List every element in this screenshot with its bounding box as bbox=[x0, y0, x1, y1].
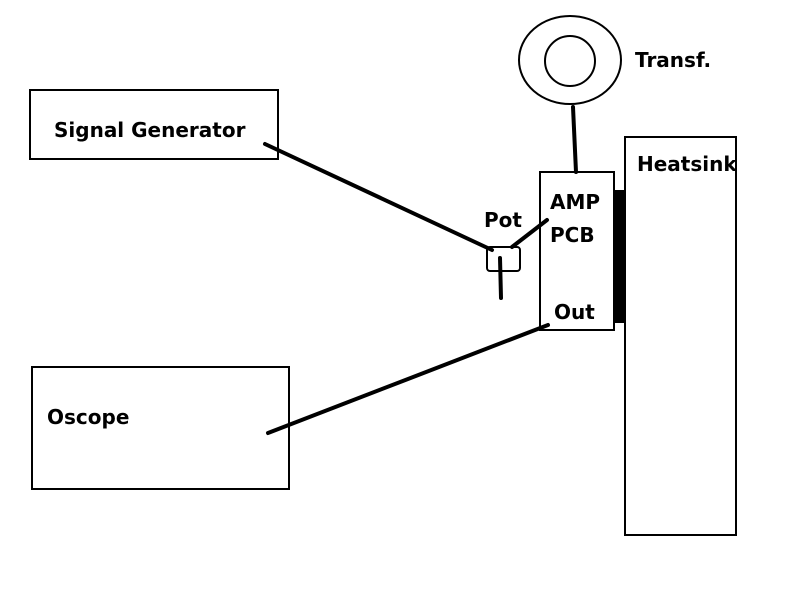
wire-signal-generator-to-pot bbox=[263, 142, 494, 252]
signal-generator-box bbox=[29, 89, 279, 160]
transformer-label: Transf. bbox=[635, 48, 711, 72]
out-label: Out bbox=[554, 300, 595, 324]
wire-out-to-oscope bbox=[266, 323, 550, 435]
amp-label: AMP bbox=[550, 190, 600, 214]
wire-transformer-to-amp bbox=[571, 105, 578, 174]
heatsink-box bbox=[624, 136, 737, 536]
thermal-pad bbox=[614, 190, 626, 323]
pot-shaft bbox=[498, 256, 503, 300]
heatsink-label: Heatsink bbox=[637, 152, 737, 176]
transformer-inner-ring bbox=[544, 35, 596, 87]
transformer-outer-ring bbox=[518, 15, 622, 105]
oscope-label: Oscope bbox=[47, 405, 129, 429]
pot-body bbox=[486, 246, 521, 272]
signal-generator-label: Signal Generator bbox=[54, 118, 246, 142]
oscope-box bbox=[31, 366, 290, 490]
pcb-label: PCB bbox=[550, 223, 595, 247]
pot-label: Pot bbox=[484, 208, 522, 232]
wire-pot-to-amp bbox=[510, 218, 549, 249]
